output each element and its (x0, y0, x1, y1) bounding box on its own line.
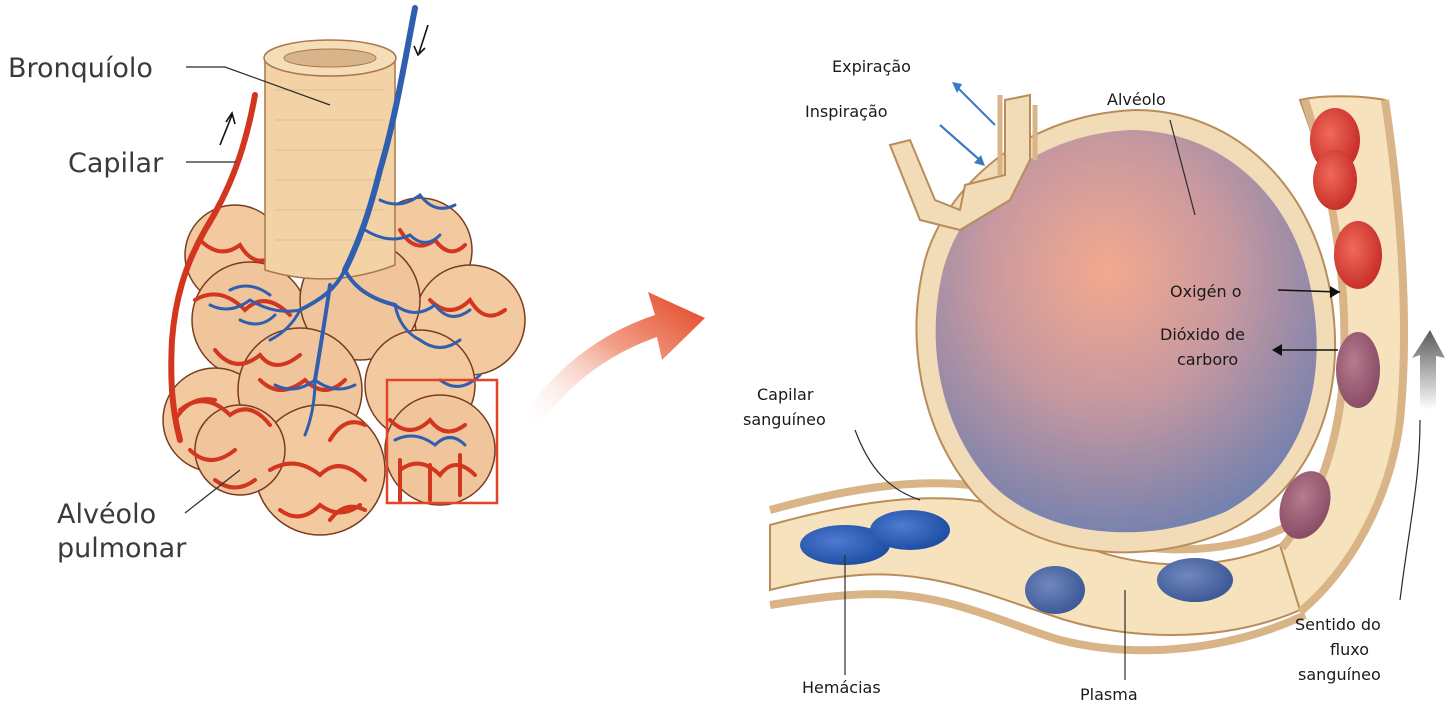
label-flow-line3: sanguíneo (1298, 665, 1381, 684)
zoom-arrow (520, 292, 705, 425)
left-panel: Bronquíolo Capilar Alvéolo pulmonar (8, 8, 525, 564)
label-bronchiole: Bronquíolo (8, 53, 153, 84)
bronchiole-tube (264, 40, 396, 279)
label-plasma: Plasma (1080, 685, 1138, 704)
label-co2-line2: carboro (1177, 350, 1238, 369)
label-oxygen: Oxigén o (1170, 282, 1242, 301)
alveolus (917, 110, 1336, 552)
label-flow-line2: fluxo (1330, 640, 1369, 659)
label-alveolus-line1: Alvéolo (57, 499, 156, 530)
label-blood-capillary-line1: Capilar (757, 385, 814, 404)
label-red-cells: Hemácias (802, 678, 881, 697)
right-panel: Expiração Inspiração Alvéolo Oxigén o Di… (743, 57, 1445, 704)
label-alveolus-line2: pulmonar (57, 533, 187, 564)
label-alveolus: Alvéolo (1107, 90, 1166, 109)
label-inspiration: Inspiração (805, 102, 888, 121)
label-flow-line1: Sentido do (1295, 615, 1381, 634)
label-co2-line1: Dióxido de (1160, 325, 1245, 344)
label-capillary: Capilar (68, 148, 164, 179)
label-blood-capillary-line2: sanguíneo (743, 410, 826, 429)
label-expiration: Expiração (832, 57, 911, 76)
flow-direction-arrow (1412, 330, 1445, 410)
